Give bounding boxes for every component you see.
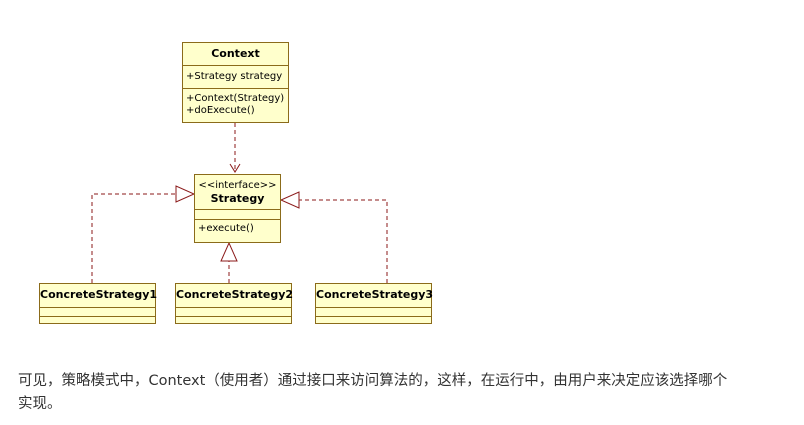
caption-line-1: 可见，策略模式中，Context（使用者）通过接口来访问算法的，这样，在运行中，…: [18, 373, 728, 389]
dependency-arrowhead: [229, 163, 241, 173]
concrete-strategy-2-operations: [176, 316, 291, 325]
context-operations: +Context(Strategy) +doExecute(): [183, 88, 288, 117]
strategy-operation-execute: +execute(): [198, 223, 254, 234]
strategy-attributes: [195, 209, 280, 219]
caption-line-2: 实现。: [18, 396, 62, 412]
context-operation-constructor: +Context(Strategy): [186, 93, 285, 104]
concrete-strategy-1-operations: [40, 316, 155, 325]
concrete-strategy-3-attributes: [316, 307, 431, 316]
concrete-strategy-1-attributes: [40, 307, 155, 316]
realization-arrowhead-2: [220, 241, 238, 262]
realization-arrowhead-3: [279, 191, 300, 209]
concrete-strategy-1-class: ConcreteStrategy1: [39, 283, 158, 325]
strategy-stereotype: <<interface>>: [198, 180, 277, 191]
concrete-strategy-2-attributes: [176, 307, 291, 316]
caption-paragraph: 可见，策略模式中，Context（使用者）通过接口来访问算法的，这样，在运行中，…: [18, 370, 798, 416]
strategy-interface-name: Strategy: [210, 192, 265, 205]
context-operation-doexecute: +doExecute(): [186, 105, 255, 116]
concrete-strategy-2-name: ConcreteStrategy2: [176, 288, 294, 301]
context-attributes: +Strategy strategy: [183, 65, 288, 88]
strategy-header: <<interface>> Strategy: [195, 175, 280, 205]
realization-line-1: [91, 193, 176, 283]
realization-line-3: [299, 199, 388, 283]
strategy-interface: <<interface>> Strategy +execute(): [194, 174, 281, 243]
context-class-name: Context: [211, 47, 260, 60]
strategy-operations: +execute(): [195, 219, 280, 235]
concrete-strategy-3-name: ConcreteStrategy3: [316, 288, 434, 301]
concrete-strategy-1-name: ConcreteStrategy1: [40, 288, 158, 301]
concrete-strategy-3-operations: [316, 316, 431, 325]
context-class: Context +Strategy strategy +Context(Stra…: [182, 42, 289, 123]
concrete-strategy-3-class: ConcreteStrategy3: [315, 283, 434, 325]
realization-arrowhead-1: [175, 185, 196, 203]
context-attribute: +Strategy strategy: [186, 71, 283, 82]
concrete-strategy-2-class: ConcreteStrategy2: [175, 283, 294, 325]
